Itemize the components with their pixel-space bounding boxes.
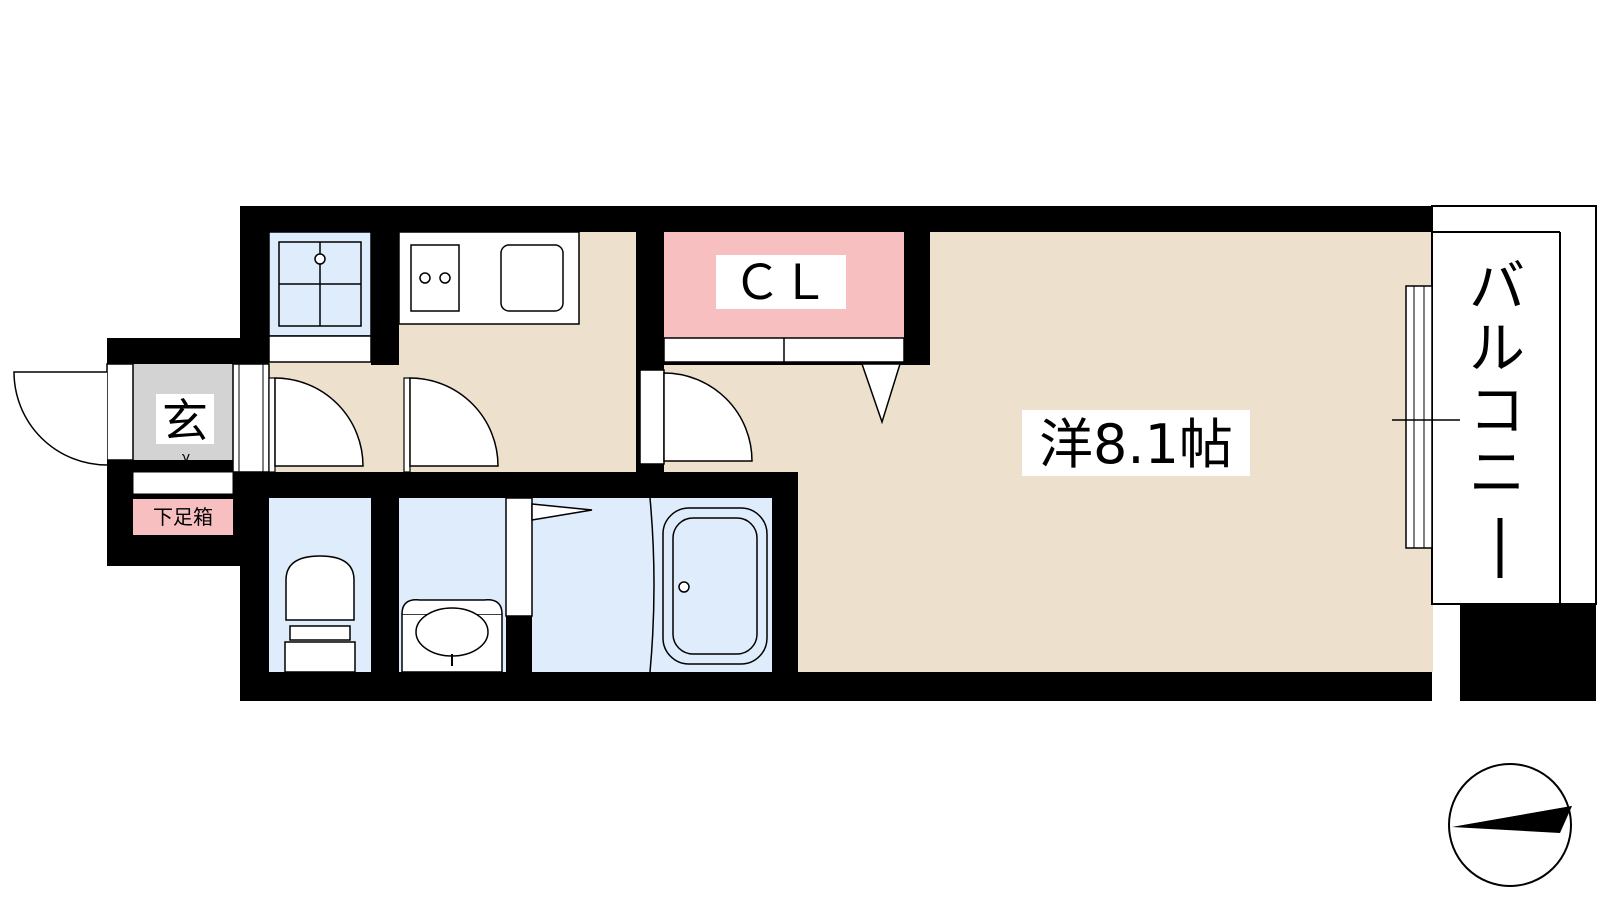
closet-label-bg xyxy=(716,255,846,309)
bathtub-divider xyxy=(649,497,655,673)
wet-top-wall xyxy=(269,472,798,498)
kitchen-counter xyxy=(398,231,580,325)
balcony xyxy=(1431,205,1597,605)
balcony-window xyxy=(1392,285,1460,549)
washbasin-icon xyxy=(401,599,503,673)
entrance-marker: γ xyxy=(182,450,190,466)
kitchen-sink-icon xyxy=(500,244,564,312)
bath-room-wall xyxy=(772,472,798,672)
entrance-step xyxy=(232,363,270,473)
washing-machine-pan-icon xyxy=(268,231,372,363)
gas-stove-icon xyxy=(410,244,460,312)
bathtub-icon xyxy=(662,507,768,665)
entrance-label-bg xyxy=(156,394,214,444)
shoe-box-area xyxy=(133,499,233,535)
outer-wall-balcony-corner xyxy=(1460,604,1596,701)
washroom-bath-wall xyxy=(506,616,532,672)
closet-label: ＣＬ xyxy=(733,255,829,311)
shoe-box-label: 下足箱 xyxy=(153,505,213,529)
entrance-door xyxy=(13,363,134,466)
washroom-door xyxy=(403,377,499,473)
corridor-door-1 xyxy=(268,377,364,473)
room-door xyxy=(639,369,753,465)
toilet-icon xyxy=(284,555,356,673)
balcony-char-3: コ xyxy=(1469,379,1525,444)
north-arrow-icon xyxy=(1448,763,1572,887)
western-room-label-bg xyxy=(1022,410,1250,476)
balcony-label: バ ル コ ニ xyxy=(1469,255,1525,578)
closet-pull-icon xyxy=(860,363,902,425)
entrance-label: 玄 xyxy=(162,394,208,448)
shoe-box-top xyxy=(132,471,234,495)
balcony-char-2: ル xyxy=(1469,317,1525,382)
toilet-wash-wall xyxy=(371,498,399,672)
balcony-char-1: バ xyxy=(1469,255,1525,320)
balcony-char-4: ニ xyxy=(1469,441,1525,506)
bathroom-door xyxy=(505,497,593,617)
western-room-label: 洋8.1帖 xyxy=(1039,413,1233,476)
closet-side-wall xyxy=(904,232,930,365)
washer-divider-wall xyxy=(371,232,399,365)
